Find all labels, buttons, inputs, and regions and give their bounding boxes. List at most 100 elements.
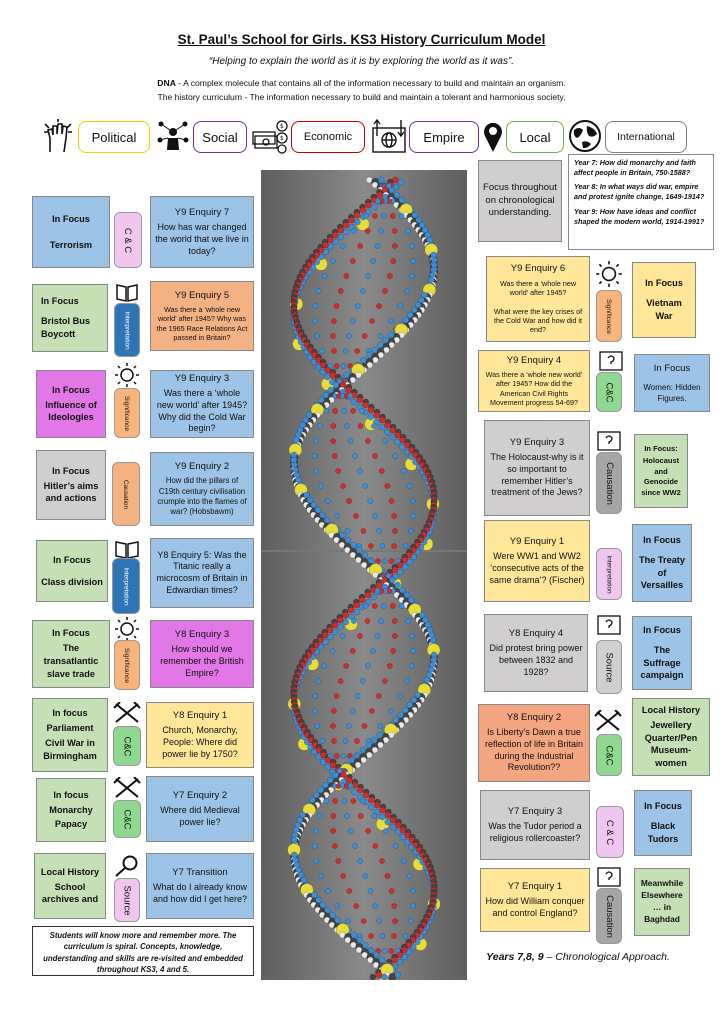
dna-atom: [351, 788, 358, 796]
dna-atom: [353, 601, 360, 609]
dna-atom: [367, 406, 375, 414]
dna-atom: [391, 228, 398, 234]
dna-atom: [333, 693, 340, 699]
dna-atom: [362, 401, 369, 409]
skill-tag-source: Source: [114, 878, 140, 922]
dna-atom: [391, 956, 398, 964]
skill-tag-significance: Significance: [114, 640, 140, 690]
dna-atom: [343, 228, 350, 236]
dna-atom: [410, 258, 417, 264]
curriculum-definition: The history curriculum - The information…: [0, 92, 723, 102]
dna-atom: [381, 558, 388, 564]
theme-empire: Empire: [409, 121, 479, 153]
dna-atom: [374, 588, 381, 594]
dna-atom: [406, 483, 413, 489]
helix-strands: [287, 176, 441, 980]
dna-atom: [350, 618, 357, 624]
dna-atom: [364, 591, 372, 599]
dna-atom: [368, 796, 375, 804]
dna-atom: [373, 801, 381, 809]
dna-atom: [389, 426, 397, 434]
dna-atom: [418, 296, 425, 304]
dna-atom: [310, 501, 318, 509]
dna-atom: [391, 243, 398, 249]
theme-international: International: [605, 121, 687, 153]
dna-atom: [372, 903, 379, 909]
dna-atom: [391, 933, 397, 939]
dna-atom: [344, 528, 351, 534]
dna-atom: [353, 211, 361, 219]
dna-atom: [335, 468, 342, 474]
dna-atom: [365, 741, 372, 749]
dna-atom: [313, 858, 320, 864]
dna-atom: [379, 858, 385, 864]
dna-atom: [363, 213, 369, 219]
dna-atom: [409, 633, 416, 639]
dna-atom: [329, 911, 336, 919]
dna-atom: [331, 318, 337, 324]
dna-atom: [407, 918, 414, 924]
dna-atom: [322, 391, 330, 399]
year-7-question: Year 7: How did monarchy and faith affec…: [574, 158, 696, 177]
dna-atom: [386, 663, 393, 669]
dna-atom: [323, 516, 331, 524]
dna-atom: [345, 723, 352, 729]
svg-text:$: $: [280, 135, 284, 142]
dna-atom: [329, 761, 337, 769]
dna-atom: [355, 546, 363, 554]
crossed-swords-icon: [113, 777, 141, 798]
dna-atom: [377, 176, 385, 184]
dna-atom: [310, 891, 318, 899]
dna-atom: [375, 693, 382, 699]
dna-atom: [340, 483, 346, 489]
skill-tag-cc: C&C: [113, 800, 141, 838]
dna-atom: [315, 288, 322, 294]
dna-atom: [384, 421, 391, 429]
dna-atom: [329, 371, 336, 379]
right-focus-chronology: Focus throughout on chronological unders…: [478, 160, 562, 242]
dna-atom: [324, 373, 331, 381]
dna-atom: [350, 541, 357, 549]
dna-atom: [312, 303, 319, 309]
dna-atom: [404, 288, 411, 294]
skill-tag-cc: C&C: [596, 372, 622, 412]
dna-atom: [345, 333, 352, 339]
dna-atom: [365, 663, 371, 669]
dna-atom: [340, 753, 347, 759]
dna-atom: [346, 498, 352, 504]
dna-atom: [316, 813, 323, 819]
dna-atom: [382, 438, 389, 444]
dna-atom: [371, 346, 378, 354]
dna-atom: [378, 416, 386, 424]
dna-atom: [377, 341, 384, 349]
dna-atom: [309, 796, 316, 804]
curriculum-text: - The information necessary to build and…: [241, 92, 566, 102]
dna-atom: [341, 798, 348, 804]
dna-atom: [299, 421, 307, 429]
dna-atom: [353, 903, 360, 909]
dna-atom: [319, 348, 326, 354]
dna-atom: [384, 483, 391, 489]
dna-atom: [297, 871, 305, 879]
skill-tag-interpretation: Interpretation: [596, 548, 622, 600]
dna-atom: [407, 528, 414, 534]
dna-atom: [388, 948, 395, 954]
dna-atom: [364, 618, 371, 624]
dna-atom: [350, 708, 356, 714]
right-focus-8: Meanwhile Elsewhere … in Baghdad: [634, 868, 690, 936]
dna-helix-image: [261, 170, 467, 980]
dna-atom: [391, 543, 397, 549]
dna-atom: [379, 933, 386, 939]
dna-atom: [406, 311, 414, 319]
dna-atom: [375, 581, 383, 589]
dna-atom: [314, 333, 321, 339]
